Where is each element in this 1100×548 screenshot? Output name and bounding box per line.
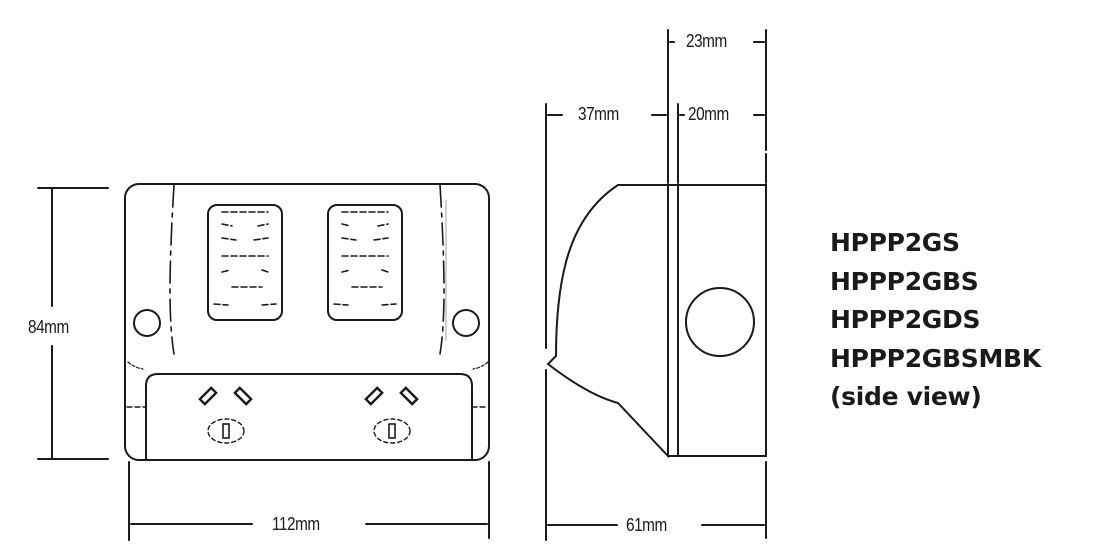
model-list: HPPP2GS HPPP2GBS HPPP2GDS HPPP2GBSMBK (s… [830, 224, 1041, 417]
outlet-panel [145, 373, 473, 461]
side-view [546, 184, 767, 459]
rear-total-depth-label: 23mm [686, 31, 727, 51]
power-outlet-left [198, 386, 253, 444]
width-label: 112mm [272, 514, 320, 534]
view-note: (side view) [830, 382, 982, 411]
left-panel-dashed [169, 184, 175, 355]
side-front-housing [546, 184, 669, 459]
height-label: 84mm [28, 317, 69, 337]
front-section-depth-label: 37mm [578, 104, 619, 124]
model-name: HPPP2GDS [830, 305, 981, 334]
side-dimension-lines [545, 29, 767, 541]
height-dimension [37, 187, 109, 460]
rear-section-depth-label: 20mm [688, 104, 729, 124]
power-outlet-right [364, 386, 419, 444]
total-depth-label: 61mm [626, 515, 667, 535]
right-panel-dashed [439, 184, 445, 355]
model-name: HPPP2GBS [830, 266, 979, 296]
side-rear-section [677, 184, 767, 457]
front-view [124, 183, 490, 461]
model-name: HPPP2GS [830, 228, 960, 257]
mount-hole-left [133, 309, 161, 337]
switch-right [327, 204, 403, 321]
model-name: HPPP2GBSMBK [830, 343, 1041, 373]
switch-left [207, 204, 283, 321]
side-hole [685, 287, 755, 357]
mount-hole-right [452, 309, 480, 337]
front-body-outline [124, 183, 490, 461]
width-dimension [128, 461, 490, 541]
